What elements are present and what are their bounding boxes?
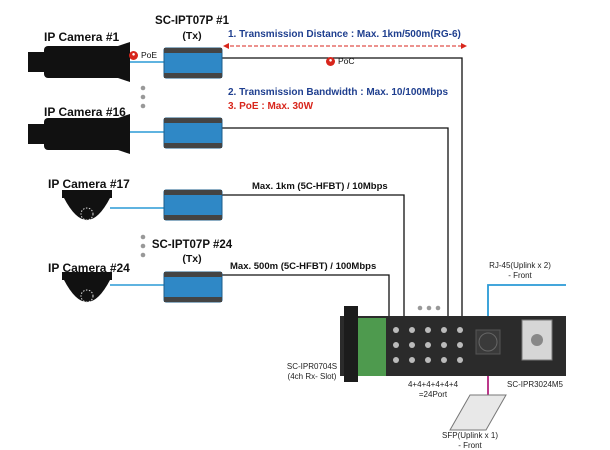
poc-badge: ● PoC [326, 56, 355, 66]
link-label-17: Max. 1km (5C-HFBT) / 10Mbps [252, 181, 388, 192]
note-bandwidth: 2. Transmission Bandwidth : Max. 10/100M… [228, 87, 449, 98]
coax-link-24 [220, 274, 390, 322]
tx-top-title: SC-IPT07P #1 [155, 15, 229, 27]
camera-label-1: IP Camera #1 [44, 30, 120, 44]
poc-badge-label: PoC [338, 56, 355, 66]
poe-badge-label: PoE [141, 50, 158, 60]
coax-link-16 [220, 127, 449, 322]
poe-badge: ● PoE [129, 50, 157, 60]
coax-link-1 [220, 57, 463, 322]
ethernet-links [110, 61, 166, 286]
coax-links [220, 57, 463, 322]
tx-unit-16 [163, 117, 223, 149]
power-module [521, 319, 553, 361]
link-label-24: Max. 500m (5C-HFBT) / 100Mbps [230, 261, 377, 272]
tx-bottom-title: SC-IPT07P #24 [151, 239, 233, 251]
tx-unit-24 [163, 271, 223, 303]
port-count-1: 4+4+4+4+4+4 [407, 380, 459, 389]
card-label-1: SC-IPR0704S [286, 362, 338, 371]
chassis-label: SC-IPR3024M5 [506, 380, 564, 389]
poc-icon: ● [326, 56, 335, 66]
port-count-2: =24Port [418, 390, 448, 399]
camera-label-17: IP Camera #17 [48, 177, 130, 191]
card-label-2: (4ch Rx- Slot) [287, 372, 337, 381]
dome-camera-24 [62, 272, 112, 303]
poe-icon: ● [129, 50, 138, 60]
camera-label-24: IP Camera #24 [48, 261, 130, 275]
sfp-label-1: SFP(Uplink x 1) [441, 431, 498, 440]
dome-camera-17 [62, 190, 112, 221]
tx-bottom-sub: (Tx) [182, 253, 202, 265]
sfp-module [449, 394, 507, 431]
tx-unit-17 [163, 189, 223, 221]
chassis-fan [475, 329, 501, 355]
note-distance: 1. Transmission Distance : Max. 1km/500m… [228, 29, 461, 40]
rj45-label-2: - Front [508, 271, 532, 280]
bullet-camera-1 [28, 42, 130, 82]
camera-label-16: IP Camera #16 [44, 105, 126, 119]
note-poe: 3. PoE : Max. 30W [228, 101, 314, 112]
sfp-label-2: - Front [458, 441, 482, 450]
tx-unit-1 [163, 47, 223, 79]
rj45-uplink-line [487, 284, 566, 316]
continuation-dots [140, 85, 441, 311]
tx-top-sub: (Tx) [182, 30, 202, 42]
rj45-label-1: RJ-45(Uplink x 2) [489, 261, 551, 270]
bullet-camera-16 [28, 114, 130, 154]
coax-link-17 [220, 194, 405, 322]
rx-card-ports [393, 327, 463, 363]
